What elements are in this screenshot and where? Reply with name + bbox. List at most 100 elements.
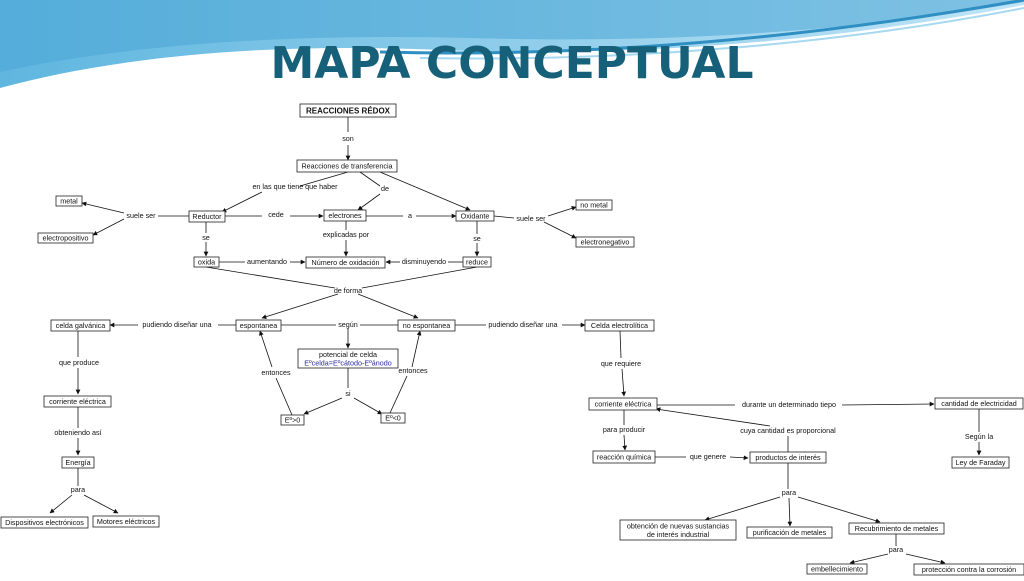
box-purificacion (746, 526, 833, 539)
edge (704, 496, 781, 522)
link-son: son (342, 134, 354, 143)
box-celda-galvanica (50, 319, 111, 332)
concept-reduce: reduce (466, 258, 488, 267)
edge (299, 171, 349, 187)
concept-reductor: Reductor (192, 212, 222, 221)
box-reductor (188, 210, 226, 223)
concept-no-metal: no metal (580, 201, 608, 210)
concept-dispositivos: Dispositivos electrónicos (5, 518, 84, 527)
box-oxida (193, 256, 220, 268)
concept-numero-oxidacion: Número de oxidación (312, 258, 380, 267)
edge (621, 368, 627, 397)
box-recubrimiento (848, 522, 945, 535)
box-productos-interes (749, 451, 827, 464)
box-reduce (462, 256, 492, 268)
edge (379, 171, 471, 211)
link-de: de (381, 184, 389, 193)
edge (303, 397, 343, 415)
edge (622, 434, 628, 451)
concept-boxes (0, 103, 1024, 576)
edge (547, 206, 577, 217)
concept-electronegativo: electronegativo (581, 238, 630, 247)
edge (83, 494, 119, 514)
concept-corriente-1: corriente eléctrica (49, 397, 106, 406)
box-reacciones-transferencia (296, 159, 398, 173)
box-metal (55, 195, 83, 207)
box-celda-electrolitica (584, 319, 655, 332)
box-ley-faraday (951, 456, 1010, 469)
link-obteniendo-asi: obteniendo así (54, 428, 101, 437)
concept-ley-faraday: Ley de Faraday (956, 458, 1006, 467)
concept-espontanea: espontanea (240, 321, 278, 330)
concept-celda-galvanica: celda galvánica (56, 321, 106, 330)
concept-potencial-formula: Eºcelda=Eºcátodo-Eºánodo (304, 359, 392, 368)
edge (787, 497, 793, 527)
box-cantidad-electricidad (934, 397, 1024, 410)
edge (849, 553, 889, 565)
concept-reacciones-transferencia: Reacciones de transferencia (301, 162, 392, 171)
box-dispositivos (0, 516, 89, 529)
concept-metal: metal (60, 197, 78, 206)
header-wave-decoration (0, 0, 1024, 88)
link-que-genere: que genere (690, 452, 726, 461)
link-para-3: para (889, 545, 903, 554)
link-que-requiere: que requiere (601, 359, 641, 368)
box-electronegativo (575, 236, 635, 248)
box-proteccion (913, 563, 1024, 576)
box-no-metal (575, 199, 613, 211)
link-pudiendo-2: pudiendo diseñar una (488, 320, 557, 329)
link-explicadas-por: explicadas por (323, 230, 370, 239)
box-potencial-celda (297, 348, 399, 369)
edge (543, 221, 577, 239)
link-suele-ser-2: suele ser (516, 214, 546, 223)
link-para-1: para (71, 485, 85, 494)
link-disminuyendo: disminuyendo (402, 257, 446, 266)
edge (389, 375, 408, 414)
concept-oxida: oxida (198, 258, 215, 267)
edge (205, 266, 336, 289)
wave-band-dark (0, 0, 1024, 72)
concept-reaccion-quimica: reacción química (597, 453, 651, 462)
wave-line-2 (419, 7, 1024, 60)
concept-electropositivo: electropositivo (43, 234, 89, 243)
concept-purificacion: purificación de metales (753, 528, 827, 537)
link-pudiendo-1: pudiendo diseñar una (142, 320, 211, 329)
edge (411, 330, 422, 368)
box-numero-oxidacion (305, 256, 386, 269)
concept-obtencion-line2: de interés industrial (647, 530, 710, 539)
concept-corriente-2: corriente eléctrica (595, 400, 652, 409)
concept-no-espontanea: no espontanea (403, 321, 451, 330)
concept-potencial-line1: potencial de celda (319, 350, 377, 359)
edge (275, 377, 293, 416)
concept-recubrimiento: Recubrimiento de metales (855, 524, 939, 533)
edge (655, 407, 771, 427)
box-reaccion-quimica (592, 450, 656, 464)
box-motores (92, 515, 160, 528)
connector-lines (49, 117, 982, 565)
box-energia (61, 456, 95, 469)
box-embellecimiento (806, 563, 868, 575)
box-espontanea (235, 319, 282, 332)
link-suele-ser-1: suele ser (126, 211, 156, 220)
wave-line-1 (379, 0, 1024, 55)
concept-productos-interes: productos de interés (755, 453, 821, 462)
edge (353, 397, 383, 415)
link-cede: cede (268, 210, 284, 219)
edge (221, 191, 263, 213)
concept-reacciones-redox: REACCIONES RÉDOX (306, 107, 391, 116)
link-para-2: para (782, 488, 796, 497)
concept-embellecimiento: embellecimiento (811, 565, 863, 574)
link-cuya-cantidad: cuya cantidad es proporcional (740, 426, 836, 435)
link-para-producir: para producir (603, 425, 646, 434)
edge (361, 266, 478, 289)
edge (797, 496, 881, 524)
concept-energia: Energía (65, 458, 90, 467)
link-entonces-1: entonces (261, 368, 291, 377)
link-aumentando: aumentando (247, 257, 287, 266)
link-a: a (408, 211, 412, 220)
concept-oxidante: Oxidante (461, 212, 490, 221)
concept-proteccion: protección contra la corrosión (922, 565, 1016, 574)
concept-cantidad-electricidad: cantidad de electricidad (941, 399, 1017, 408)
